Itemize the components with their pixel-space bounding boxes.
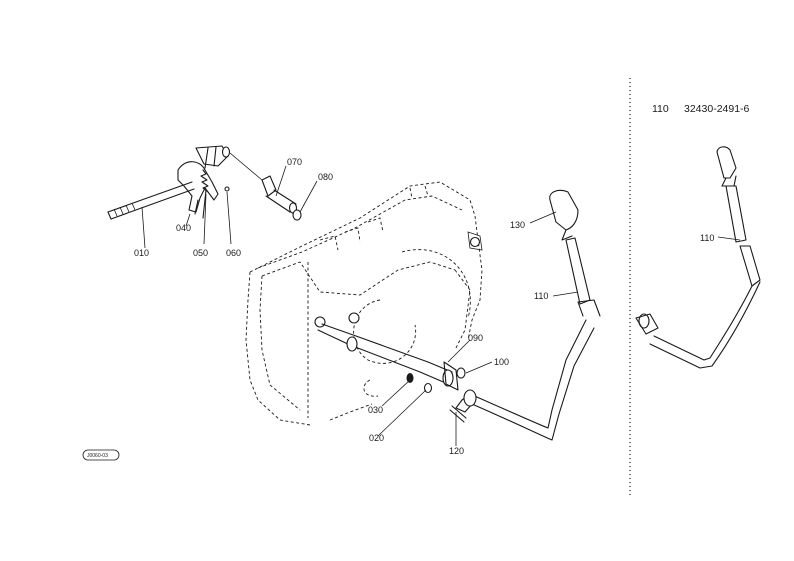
callout-130: 130 (510, 220, 525, 230)
callout-060: 060 (226, 248, 241, 258)
callout-110-alt: 110 (700, 233, 714, 243)
callout-090: 090 (468, 333, 483, 343)
callout-080: 080 (318, 172, 333, 182)
shift-fork-icon (177, 145, 263, 227)
shift-shaft-icon (261, 165, 318, 221)
part-code: 32430-2491-6 (684, 103, 750, 115)
callout-050: 050 (193, 248, 208, 258)
callout-100: 100 (494, 357, 509, 367)
detent-spring-icon (200, 169, 232, 245)
alternate-lever-icon (635, 146, 761, 369)
collar-washer-icon (377, 339, 493, 437)
callout-070: 070 (287, 157, 302, 167)
callout-120: 120 (449, 446, 464, 456)
shift-rail-icon (107, 181, 195, 249)
callout-110-main: 110 (534, 291, 548, 301)
shift-lever-icon (449, 189, 601, 446)
callout-030: 030 (368, 405, 383, 415)
callout-040: 040 (176, 223, 191, 233)
callout-010: 010 (134, 248, 149, 258)
lever-shaft-icon (314, 312, 454, 387)
part-number: 110 (652, 103, 669, 115)
stamp-text: J0060-03 (87, 453, 108, 459)
transmission-housing-icon (245, 181, 483, 426)
diagram-stamp: J0060-03 (82, 449, 120, 461)
callout-020: 020 (369, 433, 384, 443)
